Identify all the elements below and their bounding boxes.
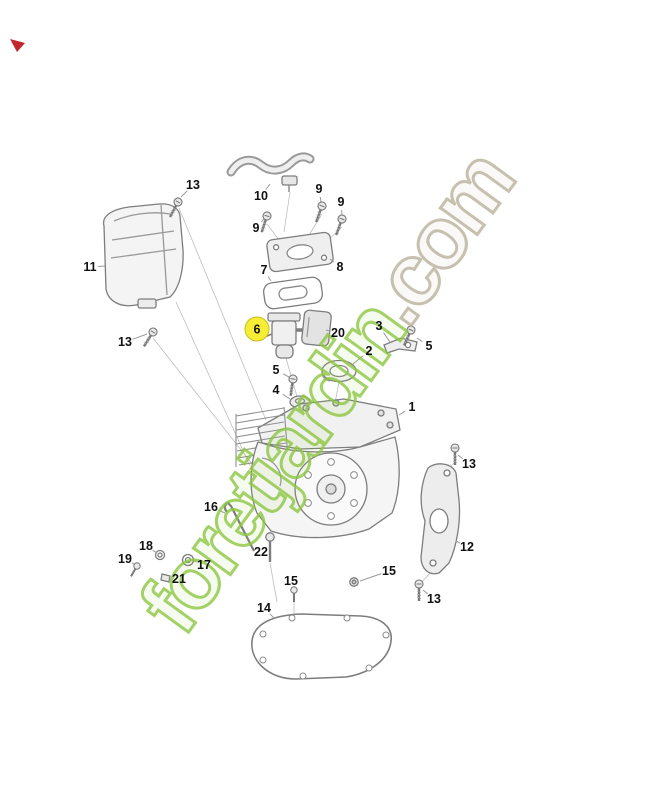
- part-air-filter-housing: [102, 203, 184, 309]
- part-spacer: [301, 309, 332, 347]
- part-washers: [154, 549, 195, 583]
- part-gasket-large: [251, 613, 392, 680]
- part-rod: [223, 501, 255, 552]
- part-gasket-small: [262, 276, 324, 310]
- part-bolt: [265, 532, 275, 562]
- part-cover-plate: [266, 231, 334, 273]
- leader-lines: [97, 183, 464, 619]
- site-logo-mark: [10, 39, 25, 52]
- part-ring: [321, 359, 357, 383]
- part-bracket: [383, 337, 418, 354]
- part-baffle: [420, 463, 461, 575]
- part-hose: [226, 152, 315, 192]
- part-carburetor: [261, 312, 309, 359]
- part-crankcase: [235, 398, 401, 539]
- site-logo: [10, 39, 25, 52]
- diagram-artwork: [102, 152, 461, 680]
- part-screws: [127, 195, 461, 603]
